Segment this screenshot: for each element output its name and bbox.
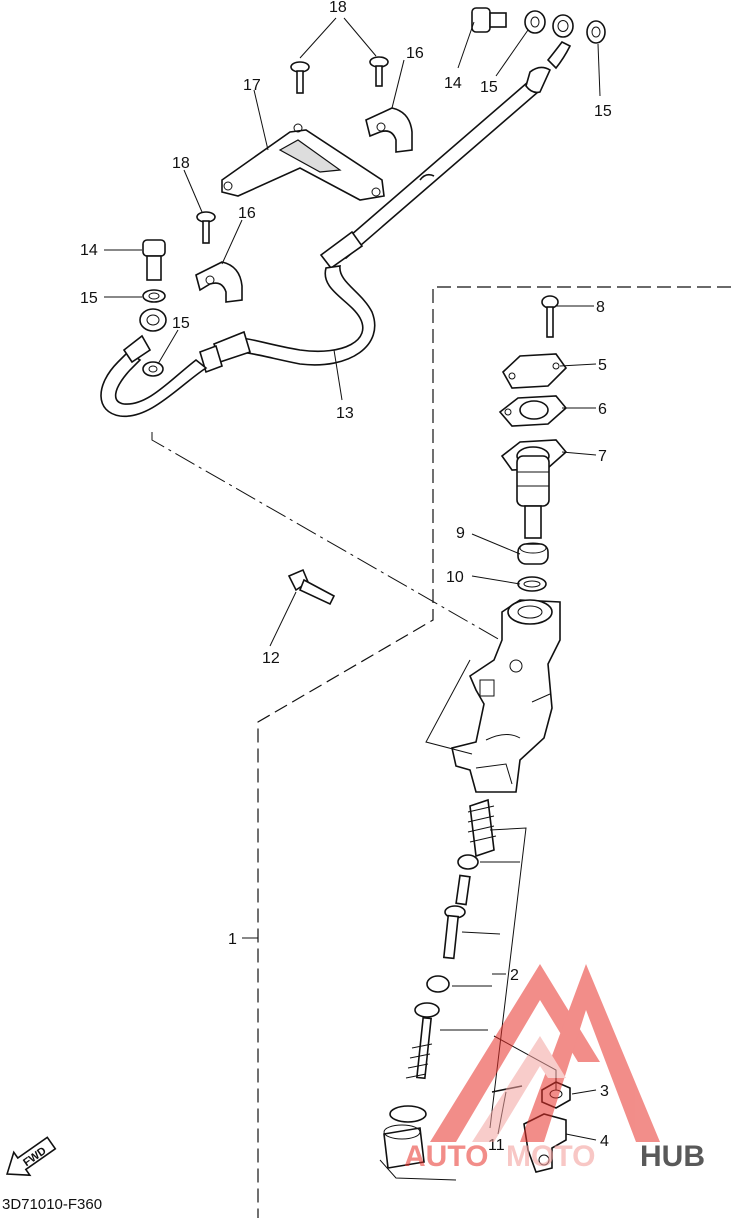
bolt-12 (287, 568, 336, 606)
callout-16b: 16 (238, 205, 256, 222)
hose-clamp-lower (195, 261, 243, 303)
leader-lines (104, 17, 601, 1141)
hose-bracket (221, 123, 385, 201)
callout-18b: 18 (172, 155, 190, 172)
washer-top-1 (524, 10, 546, 34)
bolt-18-left (290, 61, 310, 94)
callout-15c: 15 (80, 290, 98, 307)
union-bolt-left (142, 239, 166, 281)
callout-3: 3 (600, 1083, 609, 1100)
diaphragm-plate-6 (498, 395, 568, 427)
callout-16a: 16 (406, 45, 424, 62)
washer-top-2 (586, 20, 606, 44)
callout-4: 4 (600, 1133, 609, 1150)
watermark-logo (430, 964, 660, 1142)
callout-10: 10 (446, 569, 464, 586)
watermark-text: AUTO MOTO HUB (404, 1140, 705, 1173)
screw-8 (541, 295, 559, 338)
callout-15b: 15 (594, 103, 612, 120)
circlip-10 (517, 576, 547, 592)
callout-1: 1 (228, 931, 237, 948)
callout-14b: 14 (80, 242, 98, 259)
brake-hose (100, 14, 574, 417)
bolt-18-right (369, 56, 389, 87)
master-cylinder-body (451, 599, 561, 793)
watermark-brand-right: HUB (640, 1140, 705, 1173)
callout-8: 8 (596, 299, 605, 316)
callout-12: 12 (262, 650, 280, 667)
seal-9 (517, 542, 549, 565)
callout-labels: 18 16 17 18 16 14 15 15 14 15 15 13 8 5 … (80, 0, 612, 1154)
callout-6: 6 (598, 401, 607, 418)
union-bolt-top (471, 7, 507, 33)
callout-13: 13 (336, 405, 354, 422)
fwd-arrow-icon: FWD (5, 1136, 57, 1177)
washer-left-1 (142, 289, 166, 303)
drawing-code: 3D71010-F360 (2, 1196, 102, 1213)
callout-15a: 15 (480, 79, 498, 96)
bolt-18-lower (196, 211, 216, 244)
assembly-boundary (151, 286, 731, 1218)
watermark-brand-mid: MOTO (506, 1140, 595, 1173)
callout-18a: 18 (329, 0, 347, 16)
callout-15d: 15 (172, 315, 190, 332)
washer-left-2 (142, 361, 164, 377)
piston-kit (383, 798, 497, 1169)
callout-5: 5 (598, 357, 607, 374)
callout-2: 2 (510, 967, 519, 984)
hose-clamp-upper (365, 107, 413, 153)
diaphragm-7 (500, 439, 568, 539)
reservoir-cap-5 (501, 353, 568, 389)
callout-17: 17 (243, 77, 261, 94)
callout-9: 9 (456, 525, 465, 542)
watermark-brand-left: AUTO (404, 1140, 488, 1173)
callout-14a: 14 (444, 75, 462, 92)
callout-7: 7 (598, 448, 607, 465)
